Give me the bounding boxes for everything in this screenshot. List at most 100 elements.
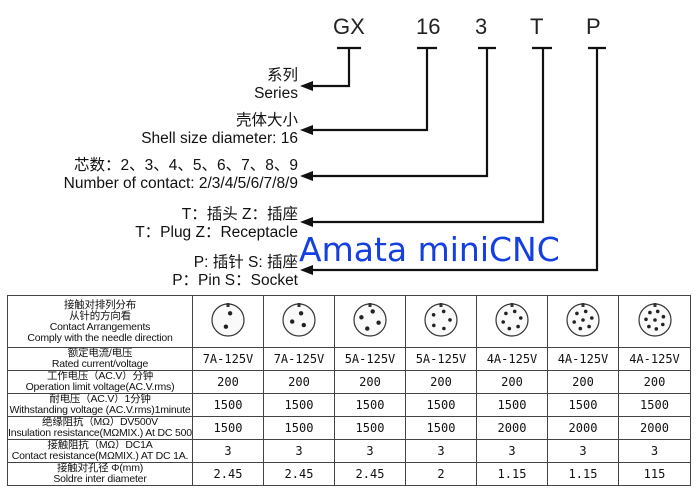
contact-pin [370, 309, 375, 314]
label-contacts-cn: 芯数：2、3、4、5、6、7、8、9 [74, 157, 298, 174]
contact-pin [516, 324, 520, 329]
code-contacts: 3 [475, 14, 488, 39]
contact-pin [223, 324, 229, 329]
contact-pin [442, 326, 446, 331]
connector-key [297, 303, 301, 307]
label-type-cn: T：插头 Z：插座 [181, 206, 298, 223]
spec-value-cell: 1.15 [476, 462, 548, 486]
pin-layout-diagram [282, 303, 316, 337]
connector-key [653, 303, 656, 307]
spec-value-cell: 4A-125V [618, 347, 691, 371]
spec-value-cell: 1500 [263, 416, 335, 440]
spec-value-cell: 200 [334, 370, 406, 394]
spec-value-cell: 2000 [476, 416, 548, 440]
spec-value-cell: 200 [263, 370, 335, 394]
pin-layout-diagram [211, 303, 245, 337]
spec-value-cell: 2.45 [192, 462, 264, 486]
spec-value-cell: 2 [405, 462, 477, 486]
label-series: 系列 Series [254, 67, 298, 103]
pin-layout-diagram [495, 303, 529, 337]
pin-layout-cell [547, 295, 619, 348]
contact-pin [365, 326, 370, 331]
spec-value-cell: 4A-125V [476, 347, 548, 371]
contact-pin [290, 319, 295, 324]
connector-face [211, 303, 245, 337]
label-shell: 壳体大小 Shell size diameter: 16 [141, 112, 298, 148]
spec-value-cell: 1500 [405, 393, 477, 417]
row-header-en: Operation limit voltage(AC.V.rms) [25, 381, 175, 393]
label-pin: P: 插针 S: 插座 P：Pin S：Socket [172, 254, 298, 290]
row-header-en: Withstanding voltage (AC.V.rms)1minute [9, 404, 191, 416]
connector-face [353, 303, 387, 337]
spec-value-cell: 200 [476, 370, 548, 394]
spec-value-cell: 4A-125V [547, 347, 619, 371]
contact-pin [581, 318, 585, 322]
code-type: T [530, 14, 544, 39]
code-series: GX [333, 14, 365, 39]
contact-pin [575, 311, 579, 316]
row-header-cn: 额定电流/电压 [67, 347, 133, 359]
label-contacts-en: Number of contact: 2/3/4/5/6/7/8/9 [63, 175, 298, 192]
label-series-en: Series [254, 85, 298, 102]
spec-value-cell: 5A-125V [405, 347, 477, 371]
row-header-cn: 工作电压（AC.V）分钟 [46, 370, 154, 382]
pin-layout-cell [405, 295, 477, 348]
contact-pin [652, 318, 657, 322]
row-header-cn: 接触对排列分布 [63, 298, 137, 311]
spec-value-cell: 3 [334, 439, 406, 463]
spec-value-cell: 1500 [334, 416, 406, 440]
code-pin: P [586, 14, 601, 39]
spec-value-cell: 3 [618, 439, 691, 463]
row-header-cn: 接触阻抗（MΩ）DC1A [47, 439, 153, 451]
spec-value-cell: 5A-125V [334, 347, 406, 371]
spec-value-cell: 2.45 [334, 462, 406, 486]
contact-pin [590, 316, 594, 320]
connector-key [510, 303, 514, 307]
contact-pin [448, 318, 452, 322]
label-pin-en: P：Pin S：Socket [172, 272, 298, 289]
spec-value-cell: 1500 [476, 393, 548, 417]
spec-value-cell: 1500 [192, 416, 264, 440]
label-pin-cn: P: 插针 S: 插座 [193, 254, 298, 271]
contact-pin [512, 309, 517, 314]
spec-value-cell: 2.45 [263, 462, 335, 486]
spec-value-cell: 200 [618, 370, 691, 394]
contact-pin [655, 309, 659, 314]
pin-layout-cell [476, 295, 548, 348]
contact-pin [578, 326, 583, 331]
row-header-en: Insulation resistance(MΩMIX.) At DC 500V [8, 427, 193, 439]
contact-pin [504, 311, 508, 316]
spec-value-cell: 1500 [263, 393, 335, 417]
contact-pin [507, 326, 512, 331]
row-header-cn: 绝缘阻抗（MΩ）DV500V [42, 416, 158, 428]
pin-layout-diagram [424, 303, 458, 337]
pin-layout-cell [192, 295, 264, 348]
spec-value-cell: 2000 [547, 416, 619, 440]
spec-value-cell: 1500 [334, 393, 406, 417]
row-header-cn: 接触对孔径 Φ(mm) [56, 462, 144, 474]
label-type-en: T：Plug Z：Receptacle [135, 224, 298, 241]
contact-pin [660, 322, 665, 327]
spec-value-cell: 3 [192, 439, 264, 463]
contact-pin [301, 322, 306, 328]
row-header-cn2: 从针的方向看 [69, 309, 131, 322]
spec-value-cell: 200 [192, 370, 264, 394]
spec-value-cell: 200 [405, 370, 477, 394]
spec-value-cell: 1500 [618, 393, 691, 417]
spec-value-cell: 2000 [618, 416, 691, 440]
connector-key [368, 303, 372, 307]
contact-pin [519, 316, 523, 320]
connector-face [495, 303, 529, 337]
